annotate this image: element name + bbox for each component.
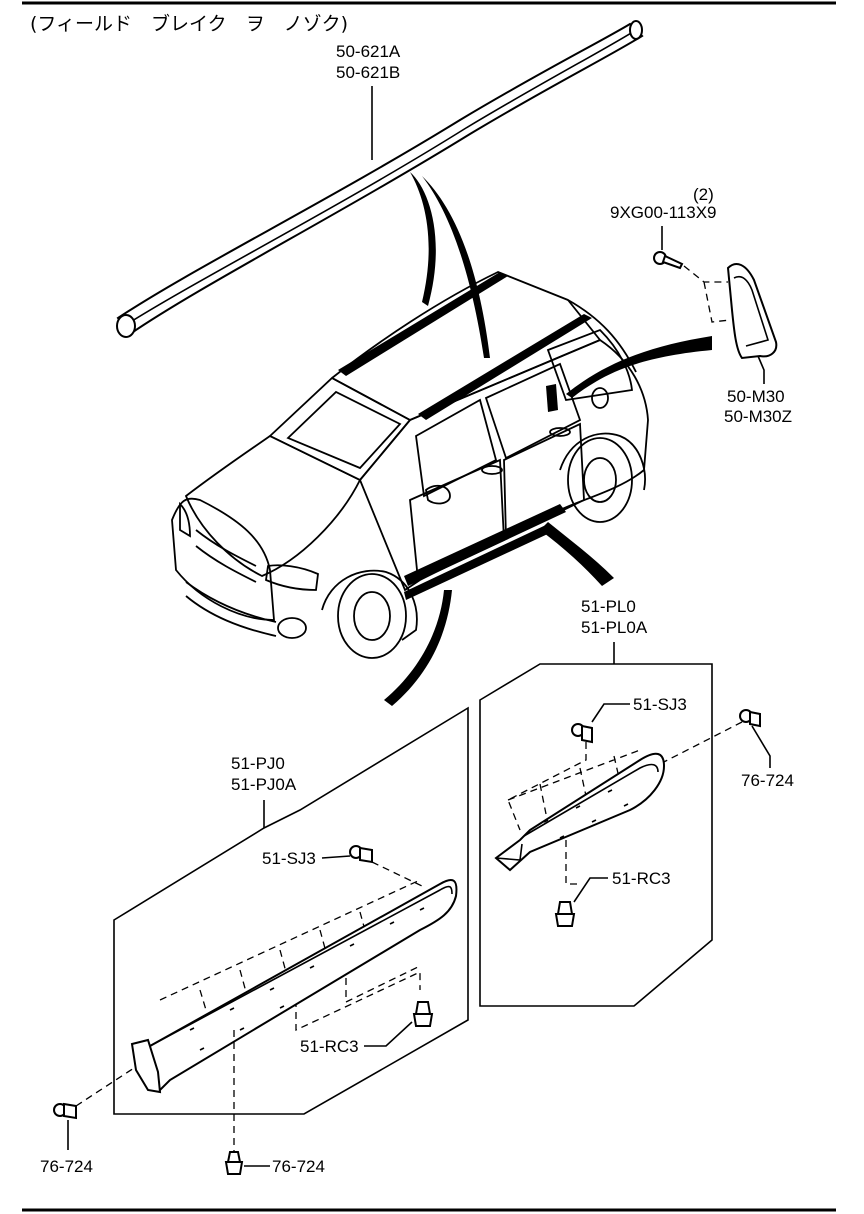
arrow-quarter-trim xyxy=(566,336,712,398)
leader-front-clip-upper xyxy=(321,855,351,859)
label-quarter-trim-a: 50-M30 xyxy=(727,387,785,406)
box-front-sill xyxy=(113,706,469,1115)
roof-rail[interactable] xyxy=(116,20,644,338)
dash-rear-clip xyxy=(507,742,587,831)
label-quarter-trim-b: 50-M30Z xyxy=(724,407,792,426)
leader-quarter-trim xyxy=(757,355,765,384)
dash-screw-to-trim xyxy=(683,265,731,323)
leader-rear-clip-lower xyxy=(573,877,608,903)
dash-rear-grid xyxy=(507,749,641,885)
box-rear-sill xyxy=(479,663,713,1007)
rear-clip-lower[interactable] xyxy=(554,901,576,927)
leader-front-clip-lower xyxy=(364,1021,413,1047)
vehicle-illustration xyxy=(171,271,649,659)
label-front-clip-upper: 51-SJ3 xyxy=(262,849,316,868)
arrow-front-sill xyxy=(384,590,452,706)
label-screw-qty: (2) xyxy=(693,185,714,204)
arrow-roof-rail-1 xyxy=(410,172,436,306)
leader-rear-fastener-right xyxy=(751,725,771,768)
arrow-rear-sill xyxy=(540,522,614,586)
label-front-fastener-bottom: 76-724 xyxy=(272,1157,325,1176)
label-rear-clip-upper: 51-SJ3 xyxy=(633,695,687,714)
front-fastener-left[interactable] xyxy=(53,1102,77,1120)
front-fastener-bottom[interactable] xyxy=(224,1151,244,1175)
label-rear-clip-lower: 51-RC3 xyxy=(612,869,671,888)
dash-front-clip-upper xyxy=(371,861,423,887)
front-clip-upper[interactable] xyxy=(349,845,373,864)
label-rear-sill-b: 51-PL0A xyxy=(581,618,648,637)
front-clip-lower[interactable] xyxy=(412,1001,434,1027)
screw[interactable] xyxy=(653,251,684,270)
front-side-sill-garnish[interactable] xyxy=(130,879,458,1094)
rear-clip-upper[interactable] xyxy=(571,723,593,744)
label-rear-sill-a: 51-PL0 xyxy=(581,597,636,616)
label-roof-rail-a: 50-621A xyxy=(336,42,401,61)
rear-side-sill-garnish[interactable] xyxy=(494,752,666,872)
rear-fastener-right[interactable] xyxy=(739,709,761,728)
label-rear-fastener-right: 76-724 xyxy=(741,771,794,790)
label-roof-rail-b: 50-621B xyxy=(336,63,400,82)
dash-front-grid xyxy=(159,879,421,1032)
quarter-trim[interactable] xyxy=(726,263,778,360)
arrow-roof-rail-2 xyxy=(422,176,490,358)
label-front-sill-b: 51-PJ0A xyxy=(231,775,297,794)
leader-rear-clip-upper xyxy=(591,703,630,723)
label-front-fastener-left: 76-724 xyxy=(40,1157,93,1176)
diagram-title: (フィールド ブレイク ヲ ノゾク) xyxy=(30,12,348,35)
label-screw: 9XG00-113X9 xyxy=(610,203,716,222)
dash-front-fastener-left xyxy=(75,1067,135,1107)
dash-rear-fastener xyxy=(655,721,743,767)
label-front-sill-a: 51-PJ0 xyxy=(231,754,285,773)
label-front-clip-lower: 51-RC3 xyxy=(300,1037,359,1056)
